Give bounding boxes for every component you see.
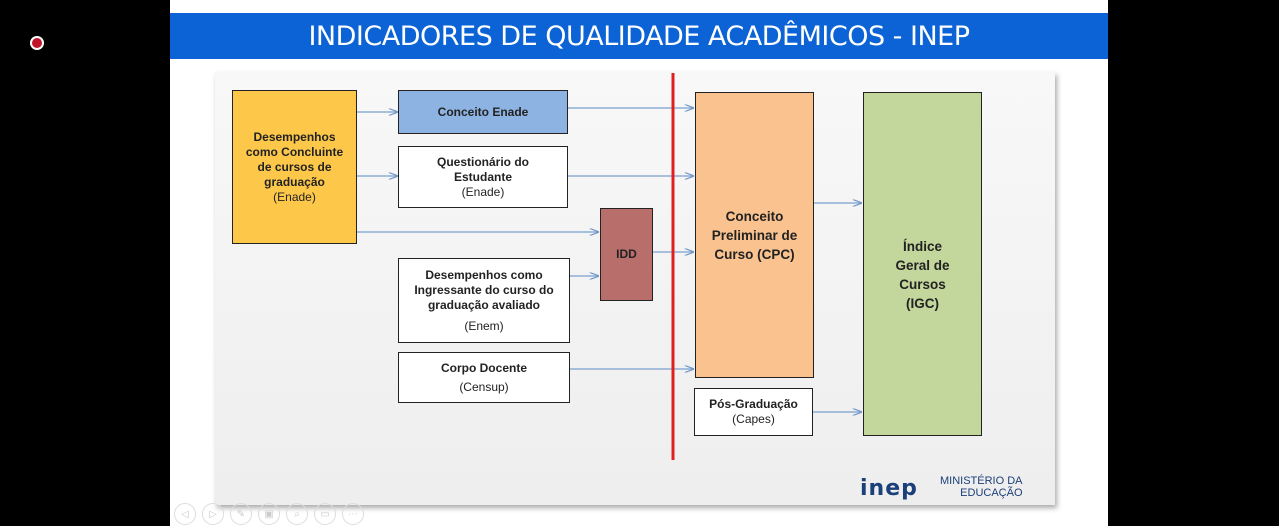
- box-title: Índice Geral de Cursos (IGC): [895, 239, 950, 311]
- box-source: (Enade): [461, 184, 505, 199]
- box-idd: IDD: [600, 208, 653, 301]
- box-title: Desempenhos como Concluinte de cursos de…: [245, 129, 344, 189]
- box-source: (Censup): [459, 379, 509, 394]
- box-questionario: Questionário do Estudante (Enade): [398, 146, 568, 208]
- box-title: IDD: [616, 247, 637, 261]
- box-pos-graduacao: Pós-Graduação (Capes): [694, 388, 813, 436]
- zoom-button[interactable]: ⌕: [286, 503, 308, 525]
- subtitles-button[interactable]: ▭: [314, 503, 336, 525]
- box-source: (Capes): [732, 412, 775, 426]
- recording-indicator-icon: [30, 36, 44, 50]
- box-corpo-docente: Corpo Docente (Censup): [398, 352, 570, 403]
- box-ingressante: Desempenhos como Ingressante do curso do…: [398, 258, 570, 343]
- box-title: Pós-Graduação: [709, 397, 798, 411]
- logo-line: MINISTÉRIO DA: [940, 475, 1023, 487]
- box-conceito-enade: Conceito Enade: [398, 90, 568, 134]
- box-title: Questionário do Estudante: [436, 154, 529, 184]
- pen-tool-button[interactable]: ✎: [230, 503, 252, 525]
- box-concluinte: Desempenhos como Concluinte de cursos de…: [232, 90, 357, 244]
- box-title: Desempenhos como Ingressante do curso do…: [414, 267, 554, 312]
- box-source: (Enade): [273, 189, 316, 204]
- inep-logo: inep: [860, 476, 918, 501]
- previous-slide-button[interactable]: ◁: [174, 503, 196, 525]
- slides-grid-button[interactable]: ▣: [258, 503, 280, 525]
- box-title: Conceito Preliminar de Curso (CPC): [711, 209, 798, 262]
- slide-title: INDICADORES DE QUALIDADE ACADÊMICOS - IN…: [170, 13, 1108, 59]
- box-source: (Enem): [464, 318, 504, 333]
- box-title: Conceito Enade: [437, 104, 529, 119]
- box-title: Corpo Docente: [440, 360, 527, 375]
- more-options-button[interactable]: ⋯: [342, 503, 364, 525]
- ministerio-educacao-logo: MINISTÉRIO DA EDUCAÇÃO: [940, 475, 1023, 499]
- box-cpc: Conceito Preliminar de Curso (CPC): [695, 92, 814, 378]
- box-igc: Índice Geral de Cursos (IGC): [863, 92, 982, 436]
- next-slide-button[interactable]: ▷: [202, 503, 224, 525]
- logo-line: EDUCAÇÃO: [960, 487, 1023, 499]
